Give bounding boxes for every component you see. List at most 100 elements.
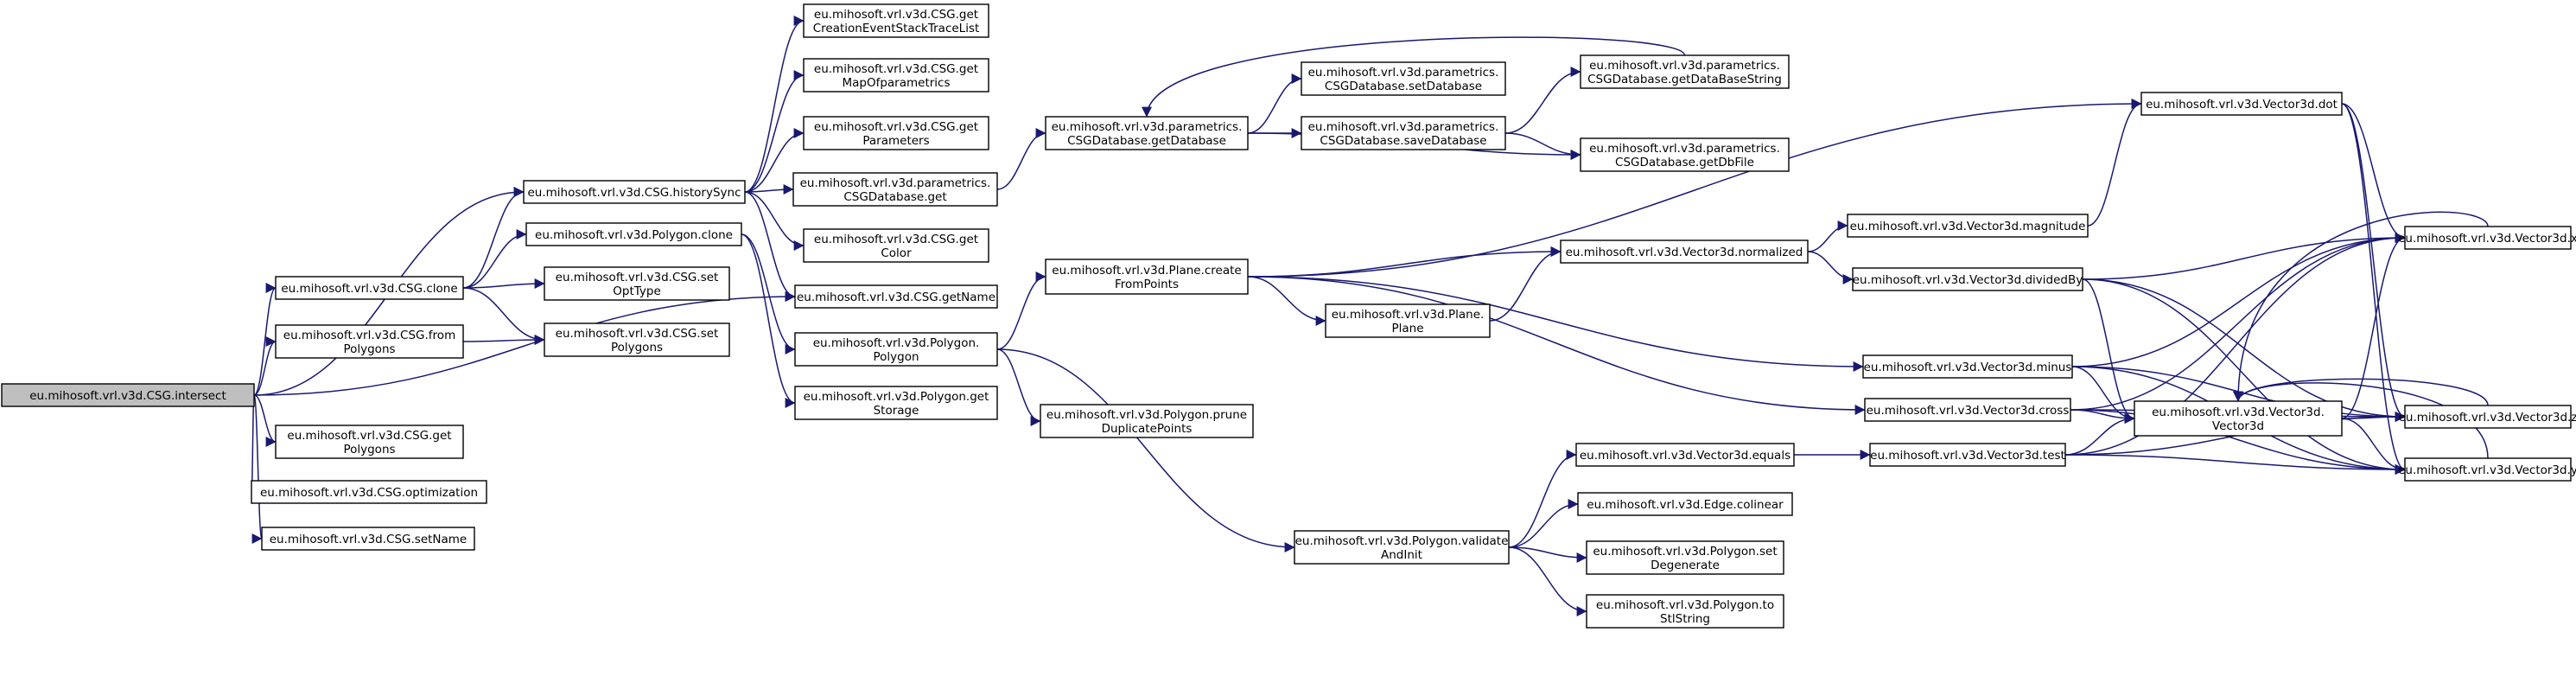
graph-node-planeCreate[interactable]: eu.mihosoft.vrl.v3d.Plane.createFromPoin… — [1045, 259, 1249, 295]
graph-node-saveDatabase[interactable]: eu.mihosoft.vrl.v3d.parametrics.CSGDatab… — [1301, 116, 1506, 150]
graph-node-vecCtor[interactable]: eu.mihosoft.vrl.v3d.Vector3d.Vector3d — [2134, 400, 2343, 437]
node-label: eu.mihosoft.vrl.v3d.parametrics. — [800, 176, 991, 190]
graph-node-dividedBy[interactable]: eu.mihosoft.vrl.v3d.Vector3d.dividedBy — [1852, 267, 2083, 291]
node-label: eu.mihosoft.vrl.v3d.Plane. — [1332, 308, 1485, 322]
graph-edge — [741, 233, 796, 408]
graph-node-polyPolygon[interactable]: eu.mihosoft.vrl.v3d.Polygon.Polygon — [794, 332, 998, 367]
graph-edge — [2064, 233, 2406, 456]
node-box — [1862, 354, 2073, 379]
node-box — [544, 266, 730, 301]
node-box — [1847, 214, 2089, 238]
node-box — [1586, 594, 1784, 629]
graph-node-colinear[interactable]: eu.mihosoft.vrl.v3d.Edge.colinear — [1577, 492, 1793, 516]
graph-node-getName[interactable]: eu.mihosoft.vrl.v3d.CSG.getName — [794, 284, 998, 309]
graph-node-validate[interactable]: eu.mihosoft.vrl.v3d.Polygon.validateAndI… — [1294, 530, 1510, 565]
graph-node-magnitude[interactable]: eu.mihosoft.vrl.v3d.Vector3d.magnitude — [1847, 214, 2089, 238]
graph-node-cross[interactable]: eu.mihosoft.vrl.v3d.Vector3d.cross — [1864, 398, 2071, 422]
edge-validate-to-colinear — [1508, 499, 1579, 548]
graph-node-setName[interactable]: eu.mihosoft.vrl.v3d.CSG.setName — [261, 527, 475, 551]
edge-dot-to-vx — [2341, 103, 2406, 243]
graph-node-normalized[interactable]: eu.mihosoft.vrl.v3d.Vector3d.normalized — [1560, 239, 1809, 264]
graph-edge — [744, 184, 794, 195]
graph-node-intersect[interactable]: eu.mihosoft.vrl.v3d.CSG.intersect — [1, 383, 255, 407]
node-box — [794, 332, 998, 367]
graph-edge — [1247, 99, 2142, 278]
edge-magnitude-to-dot — [2087, 99, 2142, 227]
graph-edge — [2341, 103, 2406, 422]
edge-historySync-to-getName — [744, 191, 796, 302]
graph-node-equals[interactable]: eu.mihosoft.vrl.v3d.Vector3d.equals — [1575, 443, 1795, 467]
edge-historySync-to-csgDbGet — [744, 184, 794, 195]
node-label: MapOfparametrics — [842, 76, 950, 90]
edge-getDataBaseString-to-getDatabase — [1142, 36, 1686, 118]
graph-node-getDbFile[interactable]: eu.mihosoft.vrl.v3d.parametrics.CSGDatab… — [1580, 137, 1790, 172]
graph-edge — [2064, 413, 2135, 456]
graph-node-prune[interactable]: eu.mihosoft.vrl.v3d.Polygon.pruneDuplica… — [1040, 404, 1254, 438]
graph-edge — [1508, 450, 1577, 548]
node-label: eu.mihosoft.vrl.v3d.Plane.create — [1052, 264, 1241, 278]
graph-edge — [1142, 36, 1686, 118]
node-label: eu.mihosoft.vrl.v3d.Vector3d.cross — [1867, 404, 2070, 418]
graph-node-dot[interactable]: eu.mihosoft.vrl.v3d.Vector3d.dot — [2140, 92, 2343, 116]
graph-node-getDataBaseString[interactable]: eu.mihosoft.vrl.v3d.parametrics.CSGDatab… — [1580, 54, 1790, 89]
node-box — [803, 3, 989, 38]
node-box — [1852, 267, 2083, 291]
node-label: Degenerate — [1651, 559, 1720, 572]
node-box — [792, 172, 998, 207]
node-label: CSGDatabase.getDataBaseString — [1587, 73, 1782, 86]
edge-saveDatabase-to-getDbFile — [1504, 132, 1581, 160]
node-box — [1586, 540, 1784, 575]
node-label: CSGDatabase.getDatabase — [1067, 134, 1226, 148]
graph-node-getCreationEvent[interactable]: eu.mihosoft.vrl.v3d.CSG.getCreationEvent… — [803, 3, 989, 38]
edge-csgClone-to-setOptType — [462, 278, 545, 290]
graph-node-csgDbGet[interactable]: eu.mihosoft.vrl.v3d.parametrics.CSGDatab… — [792, 172, 998, 207]
node-box — [1301, 116, 1506, 150]
graph-node-vy[interactable]: eu.mihosoft.vrl.v3d.Vector3d.y — [2398, 457, 2576, 482]
graph-node-setDatabase[interactable]: eu.mihosoft.vrl.v3d.parametrics.CSGDatab… — [1301, 61, 1506, 96]
node-box — [525, 222, 742, 246]
node-box — [1864, 398, 2071, 422]
edge-dividedBy-to-vx — [2082, 233, 2406, 280]
node-label: eu.mihosoft.vrl.v3d.CSG.set — [556, 271, 719, 284]
graph-edge — [996, 128, 1046, 190]
edge-dividedBy-to-vecCtor — [2082, 278, 2135, 424]
edge-intersect-to-getName — [253, 291, 796, 396]
graph-node-csgClone[interactable]: eu.mihosoft.vrl.v3d.CSG.clone — [275, 276, 464, 300]
graph-node-historySync[interactable]: eu.mihosoft.vrl.v3d.CSG.historySync — [523, 180, 746, 204]
graph-node-vz[interactable]: eu.mihosoft.vrl.v3d.Vector3d.z — [2399, 405, 2576, 429]
edge-planeCreate-to-dot — [1247, 99, 2142, 278]
node-box — [1294, 530, 1510, 565]
node-label: Vector3d — [2212, 419, 2264, 433]
graph-node-optimization[interactable]: eu.mihosoft.vrl.v3d.CSG.optimization — [251, 480, 487, 504]
graph-node-test[interactable]: eu.mihosoft.vrl.v3d.Vector3d.test — [1869, 443, 2066, 467]
graph-node-getDatabase[interactable]: eu.mihosoft.vrl.v3d.parametrics.CSGDatab… — [1045, 116, 1249, 150]
node-label: eu.mihosoft.vrl.v3d.parametrics. — [1589, 59, 1780, 73]
graph-node-minus[interactable]: eu.mihosoft.vrl.v3d.Vector3d.minus — [1862, 354, 2073, 379]
graph-edge — [1247, 276, 1326, 326]
edge-planeCreate-to-minus — [1247, 276, 1864, 372]
edge-polyPolygon-to-prune — [996, 348, 1041, 426]
graph-edge — [462, 335, 545, 346]
edge-csgClone-to-historySync — [462, 187, 525, 289]
graph-node-getMapOf[interactable]: eu.mihosoft.vrl.v3d.CSG.getMapOfparametr… — [803, 58, 989, 93]
graph-edge — [2082, 233, 2406, 280]
graph-node-setDegenerate[interactable]: eu.mihosoft.vrl.v3d.Polygon.setDegenerat… — [1586, 540, 1784, 575]
graph-node-polyClone[interactable]: eu.mihosoft.vrl.v3d.Polygon.clone — [525, 222, 742, 246]
node-label: CSGDatabase.saveDatabase — [1320, 134, 1486, 148]
node-label: eu.mihosoft.vrl.v3d.Polygon.prune — [1046, 408, 1247, 422]
graph-edge — [996, 348, 1041, 426]
graph-node-vx[interactable]: eu.mihosoft.vrl.v3d.Vector3d.x — [2398, 226, 2576, 250]
node-box — [251, 480, 487, 504]
graph-node-planePlane[interactable]: eu.mihosoft.vrl.v3d.Plane.Plane — [1325, 303, 1491, 338]
edge-test-to-vecCtor — [2064, 413, 2135, 456]
graph-edge — [253, 291, 796, 396]
edge-csgClone-to-polyClone — [462, 229, 527, 289]
